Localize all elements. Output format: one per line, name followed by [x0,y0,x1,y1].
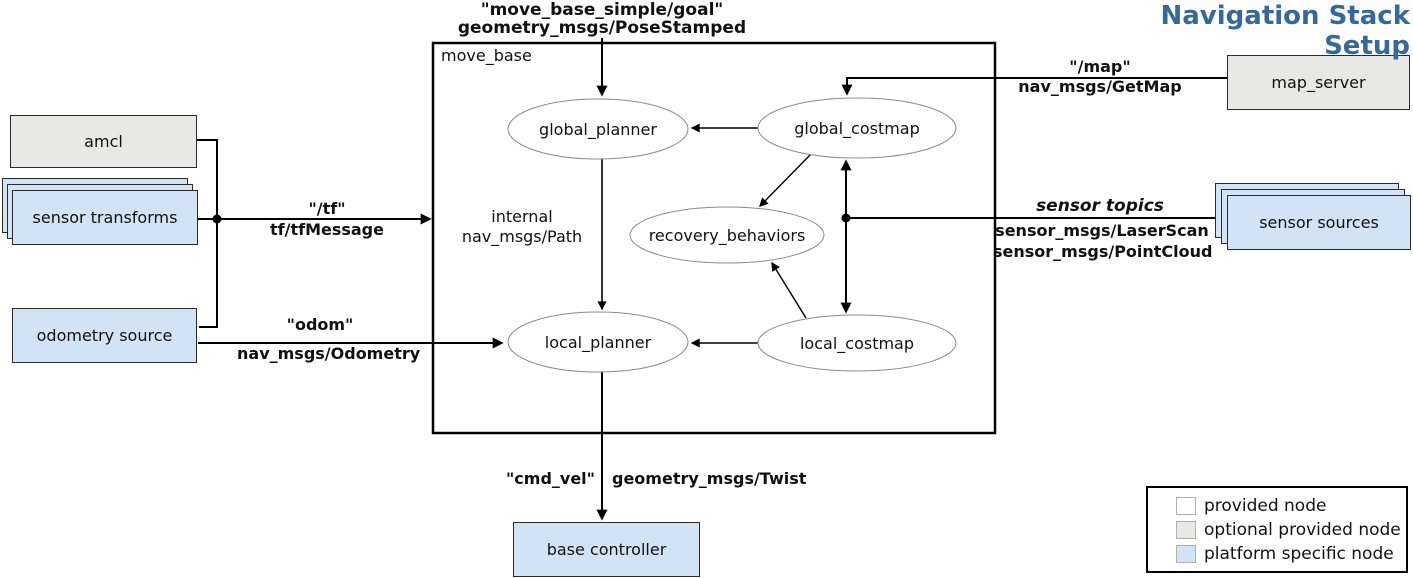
sensor-transforms-label: sensor transforms [32,208,178,227]
recovery-behaviors-label: recovery_behaviors [648,225,806,245]
provided-node-swatch [1176,496,1196,515]
sensor-junction-dot [841,213,851,223]
odometry-source-label: odometry source [36,326,173,345]
node-amcl: amcl [10,115,197,168]
map-msg-type: nav_msgs/GetMap [1018,77,1182,96]
global-costmap-label: global_costmap [794,118,920,138]
edge-label-internal: internal nav_msgs/Path [442,207,602,247]
global-planner-label: global_planner [539,119,657,139]
provided-node-label: provided node [1204,495,1327,516]
ellipse-local-planner [507,311,689,373]
edge-local-costmap-to-recovery-arrow [771,261,807,319]
ellipse-recovery-behaviors [629,206,825,264]
edge-label-tf: "/tf" tf/tfMessage [247,198,407,240]
tf-topic: "/tf" [308,199,346,218]
internal-label: internal [491,207,553,226]
legend-row-provided-node: provided node [1176,496,1406,516]
edge-label-sensor: sensor_msgs/LaserScan sensor_msgs/PointC… [993,220,1213,262]
sensor-msg-type-pointcloud: sensor_msgs/PointCloud [993,242,1213,261]
edge-amcl-connector [197,139,218,219]
platform-specific-node-swatch [1176,544,1196,563]
node-base-controller: base controller [513,522,700,577]
sensor-msg-type-laserscan: sensor_msgs/LaserScan [995,221,1209,240]
page-title: Navigation Stack Setup [1160,1,1411,61]
map-topic: "/map" [1069,57,1131,76]
node-odometry-source: odometry source [12,308,197,363]
local-planner-label: local_planner [544,332,652,352]
ellipse-local-costmap [757,314,957,372]
ellipse-global-planner [507,98,689,160]
amcl-label: amcl [84,132,123,151]
sensor-sources-sheet-front: sensor sources [1227,195,1411,250]
goal-msg-type: geometry_msgs/PoseStamped [457,18,747,38]
sensor-sources-label: sensor sources [1259,213,1379,232]
tf-junction-dot [212,214,222,224]
edge-global-costmap-to-recovery-arrow [759,152,813,207]
sensor-topics-title: sensor topics [1036,196,1164,216]
odom-topic: "odom" [286,315,354,334]
optional-provided-node-swatch [1176,520,1196,539]
edge-label-map: "/map" nav_msgs/GetMap [1010,57,1190,97]
node-sensor-transforms: sensor transforms [2,178,200,246]
edge-map-arrow [841,77,1227,96]
legend: provided node optional provided node pla… [1146,486,1408,573]
edge-label-goal: "move_base_simple/goal" geometry_msgs/Po… [442,1,762,37]
node-map-server: map_server [1227,55,1410,110]
base-controller-label: base controller [546,540,667,559]
map-server-label: map_server [1271,73,1366,92]
goal-topic: "move_base_simple/goal" [480,0,724,20]
platform-specific-node-label: platform specific node [1204,543,1394,564]
node-sensor-sources: sensor sources [1215,183,1411,250]
sensor-transforms-sheet-front: sensor transforms [12,190,198,245]
internal-msg-type: nav_msgs/Path [461,227,583,246]
optional-provided-node-label: optional provided node [1204,519,1401,540]
ellipse-global-costmap [757,97,957,159]
odom-msg-type: nav_msgs/Odometry [237,344,421,363]
edge-odometry-connector [199,219,218,328]
move-base-label: move_base [441,46,532,65]
legend-row-optional-provided-node: optional provided node [1176,520,1406,540]
legend-row-platform-specific-node: platform specific node [1176,544,1406,564]
cmd-vel-topic: "cmd_vel" [505,469,595,488]
local-costmap-label: local_costmap [799,333,915,353]
tf-msg-type: tf/tfMessage [270,220,384,239]
cmd-vel-msg-type: geometry_msgs/Twist [612,469,807,488]
